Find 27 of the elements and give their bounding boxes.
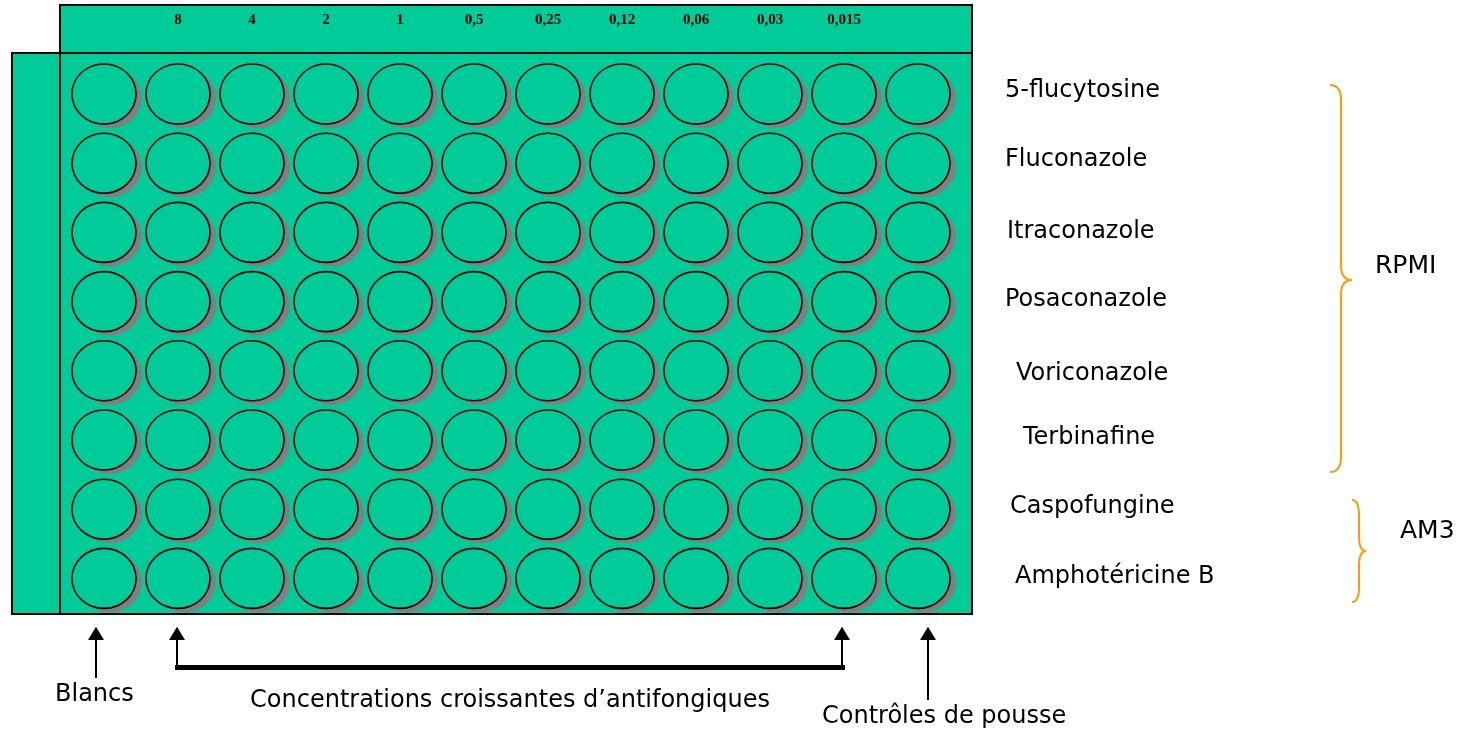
concentration-label: 0,25 xyxy=(533,11,563,28)
drug-label: Voriconazole xyxy=(1016,357,1169,387)
drug-label: Terbinafine xyxy=(1023,421,1156,451)
drug-label: 5-flucytosine xyxy=(1005,74,1160,104)
arrow xyxy=(88,626,104,679)
concentration-label: 0,06 xyxy=(681,11,711,28)
caption-text: Blancs xyxy=(55,678,134,708)
drug-label: Fluconazole xyxy=(1005,143,1148,173)
drug-label: Itraconazole xyxy=(1007,215,1155,245)
drug-label: Posaconazole xyxy=(1005,283,1168,313)
arrow xyxy=(169,626,185,666)
concentration-label: 0,015 xyxy=(826,11,862,28)
arrow xyxy=(834,626,850,666)
concentration-label: 2 xyxy=(321,11,331,28)
concentration-label: 4 xyxy=(247,11,257,28)
caption-text: Concentrations croissantes d’antifongiques xyxy=(250,684,770,714)
concentration-label: 0,03 xyxy=(755,11,785,28)
caption-text: Contrôles de pousse xyxy=(822,700,1067,730)
drug-label: Amphotéricine B xyxy=(1015,560,1215,590)
arrow xyxy=(920,626,936,701)
medium-label: RPMI xyxy=(1375,250,1437,280)
drug-label: Caspofungine xyxy=(1010,490,1175,520)
medium-label: AM3 xyxy=(1400,515,1455,545)
concentration-label: 8 xyxy=(173,11,183,28)
concentration-label: 1 xyxy=(395,11,405,28)
concentration-label: 0,12 xyxy=(607,11,637,28)
concentration-label: 0,5 xyxy=(463,11,485,28)
